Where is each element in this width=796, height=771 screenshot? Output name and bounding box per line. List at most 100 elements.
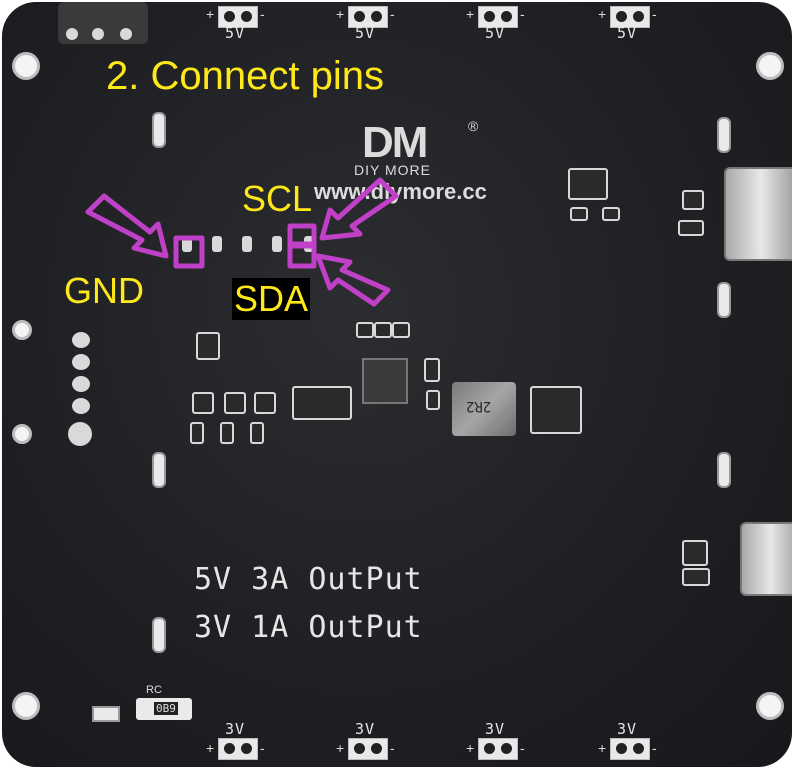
connector-pin [92, 28, 104, 40]
side-hole [12, 320, 32, 340]
scl-arrow-icon [319, 177, 399, 241]
brand-name: DIY MORE [354, 162, 431, 178]
plus-sign: + [466, 6, 475, 22]
smd-transistor [196, 332, 220, 360]
mounting-slot [152, 452, 166, 488]
top-header-label: 5V [355, 24, 376, 42]
smd-capacitor [190, 422, 204, 444]
gnd-arrow-icon [85, 193, 169, 259]
smd-capacitor [682, 568, 710, 586]
plus-sign: + [466, 740, 475, 756]
minus-sign: - [390, 740, 395, 756]
smd-transistor [682, 190, 704, 210]
rc-label: RC [146, 684, 162, 696]
smd-capacitor [356, 322, 374, 338]
small-pad [92, 706, 120, 722]
smd-capacitor [426, 390, 440, 410]
usb-c-port [724, 167, 792, 261]
top-header-label: 5V [485, 24, 506, 42]
bottom-header-2 [348, 738, 388, 760]
smd-capacitor [424, 358, 440, 382]
plus-sign: + [336, 740, 345, 756]
mounting-slot [152, 617, 166, 653]
bottom-header-1 [218, 738, 258, 760]
side-hole [12, 424, 32, 444]
mounting-hole-bottom-right [756, 692, 784, 720]
bottom-header-label: 3V [355, 720, 376, 738]
smd-capacitor [678, 220, 704, 236]
mounting-hole-top-left [12, 52, 40, 80]
plus-sign: + [598, 740, 607, 756]
top-header-label: 5V [225, 24, 246, 42]
bottom-header-label: 3V [225, 720, 246, 738]
resistor-code: 0B9 [154, 702, 178, 715]
bottom-header-3 [478, 738, 518, 760]
minus-sign: - [652, 740, 657, 756]
sda-arrow-icon [315, 253, 391, 307]
output-label-3v: 3V 1A OutPut [194, 610, 423, 645]
smd-capacitor [602, 207, 620, 221]
left-edge-pads [72, 332, 90, 348]
minus-sign: - [260, 6, 265, 22]
plus-sign: + [206, 740, 215, 756]
registered-mark: ® [468, 118, 479, 134]
mounting-slot [717, 452, 731, 488]
sda-label: SDA [232, 278, 311, 320]
smd-transistor [682, 540, 708, 566]
pin-pad [182, 236, 192, 252]
smd-capacitor [374, 322, 392, 338]
bottom-header-label: 3V [485, 720, 506, 738]
minus-sign: - [520, 6, 525, 22]
smd-capacitor-bank [292, 386, 352, 420]
smd-chip-top [568, 168, 608, 200]
mounting-slot [152, 112, 166, 148]
mounting-slot [717, 282, 731, 318]
top-header-2 [348, 6, 388, 28]
mounting-slot [717, 117, 731, 153]
scl-pin-highlight [287, 223, 317, 247]
bottom-header-label: 3V [617, 720, 638, 738]
smd-capacitor-bank [530, 386, 582, 434]
mounting-hole-bottom-left [12, 692, 40, 720]
inductor [452, 382, 516, 436]
smd-transistor [192, 392, 214, 414]
smd-capacitor [250, 422, 264, 444]
scl-label: SCL [242, 178, 313, 219]
controller-ic [362, 358, 408, 404]
smd-capacitor [220, 422, 234, 444]
brand-url: www.diymore.cc [314, 179, 487, 204]
pin-pad [212, 236, 222, 252]
pin-pad [242, 236, 252, 252]
output-label-5v: 5V 3A OutPut [194, 562, 423, 597]
rc-resistor: 0B9 [136, 698, 192, 720]
connector-pin [120, 28, 132, 40]
minus-sign: - [390, 6, 395, 22]
plus-sign: + [206, 6, 215, 22]
minus-sign: - [652, 6, 657, 22]
pin-pad [272, 236, 282, 252]
left-edge-pads [72, 354, 90, 370]
smd-transistor [224, 392, 246, 414]
top-header-1 [218, 6, 258, 28]
top-header-3 [478, 6, 518, 28]
top-header-4 [610, 6, 650, 28]
mounting-hole-top-right [756, 52, 784, 80]
gnd-label: GND [64, 270, 144, 311]
step-title: 2. Connect pins [106, 54, 384, 98]
minus-sign: - [260, 740, 265, 756]
left-edge-pads [72, 376, 90, 392]
micro-usb-port [740, 522, 792, 596]
bottom-header-4 [610, 738, 650, 760]
smd-capacitor [392, 322, 410, 338]
connector-pin [66, 28, 78, 40]
smd-transistor [254, 392, 276, 414]
plus-sign: + [336, 6, 345, 22]
smd-capacitor [570, 207, 588, 221]
sda-pin-highlight [287, 243, 317, 269]
gnd-pin-highlight [173, 235, 205, 269]
plus-sign: + [598, 6, 607, 22]
left-edge-pads [72, 398, 90, 414]
